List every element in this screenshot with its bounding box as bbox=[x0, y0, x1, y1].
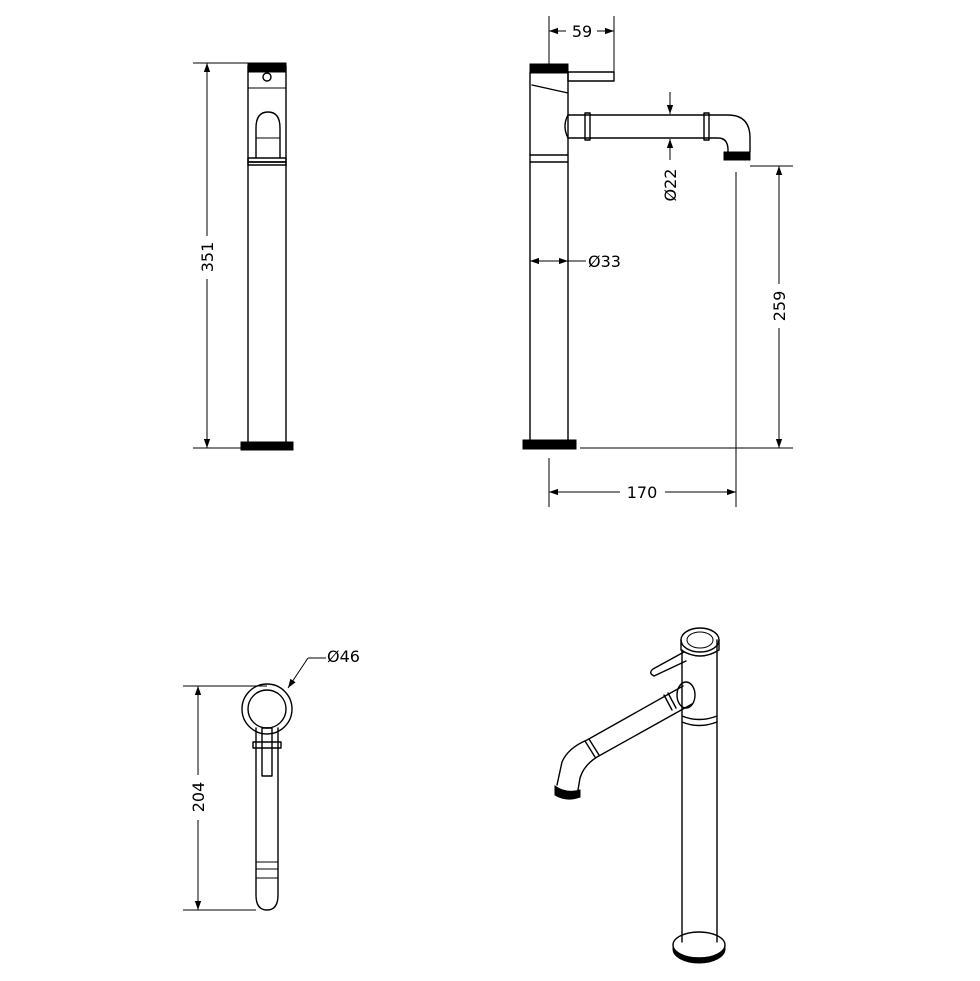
label-spout-reach: 170 bbox=[627, 483, 658, 502]
label-total-height: 351 bbox=[198, 242, 217, 273]
label-spout-height: 259 bbox=[770, 291, 789, 322]
dimension-total-height: 351 bbox=[193, 62, 248, 449]
label-base-diameter: Ø46 bbox=[327, 647, 360, 666]
label-lever-offset: 59 bbox=[572, 22, 592, 41]
label-depth: 204 bbox=[189, 782, 208, 813]
isometric-view bbox=[554, 627, 726, 964]
dimension-spout-reach: 170 bbox=[548, 172, 737, 507]
dimension-body-diameter: Ø33 bbox=[530, 252, 621, 271]
dimension-spout-diameter: Ø22 bbox=[661, 92, 680, 201]
dimension-depth: 204 bbox=[183, 685, 267, 911]
label-spout-diameter: Ø22 bbox=[661, 169, 680, 202]
dimension-spout-height: 259 bbox=[580, 165, 793, 449]
label-body-diameter: Ø33 bbox=[588, 252, 621, 271]
top-view bbox=[241, 683, 293, 911]
dimension-lever-offset: 59 bbox=[548, 16, 615, 72]
front-view bbox=[240, 62, 294, 451]
side-view bbox=[522, 63, 751, 450]
dimension-base-diameter: Ø46 bbox=[287, 647, 360, 689]
